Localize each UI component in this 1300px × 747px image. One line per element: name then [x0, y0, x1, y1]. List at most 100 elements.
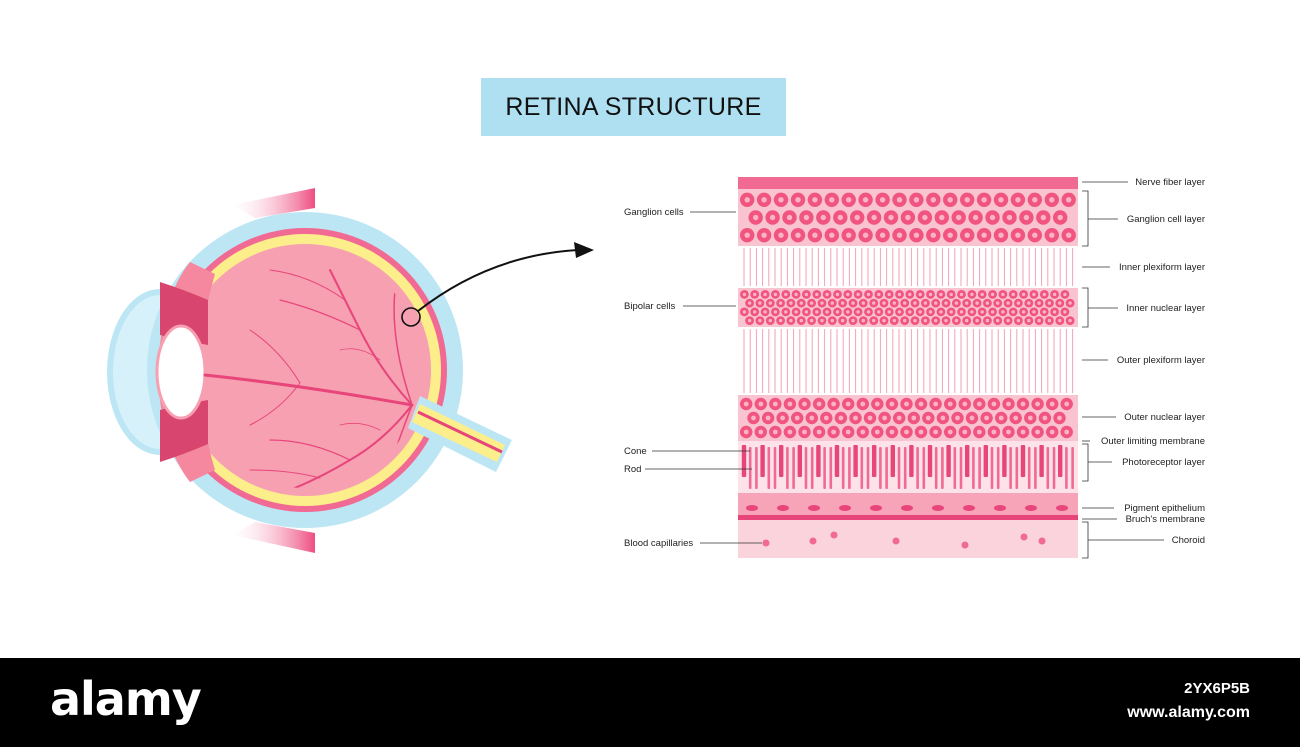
nuclear-cell-nucleus [889, 401, 895, 407]
ganglion-cell-nucleus [1015, 197, 1021, 203]
bipolar-cell-nucleus [1047, 301, 1052, 305]
bipolar-cell-nucleus [1011, 292, 1015, 297]
nuclear-cell-nucleus [772, 401, 778, 407]
ganglion-cell-nucleus [862, 197, 869, 203]
bipolar-cell-nucleus [753, 292, 757, 297]
nuclear-cell-nucleus [1042, 415, 1048, 421]
bipolar-cell-nucleus [1047, 318, 1052, 323]
rod-cell [879, 447, 882, 489]
nuclear-cell-nucleus [896, 415, 902, 421]
bipolar-cell-nucleus [996, 318, 1000, 323]
bipolar-cell-nucleus [949, 310, 953, 314]
ganglion-cell-nucleus [1040, 214, 1047, 221]
rod-cell [1015, 447, 1019, 489]
muscle-bottom [232, 522, 315, 553]
rod-cell [1071, 447, 1074, 489]
nuclear-cell-nucleus [758, 429, 764, 435]
nuclear-cell-nucleus [918, 401, 924, 407]
bipolar-cell-nucleus [975, 301, 979, 305]
zoom-circle [401, 307, 421, 327]
bipolar-cell-nucleus [903, 318, 907, 323]
bipolar-cell-nucleus [1001, 310, 1005, 314]
nuclear-cell-nucleus [976, 429, 982, 435]
ganglion-cell-nucleus [786, 214, 793, 221]
nuclear-cell-nucleus [1006, 401, 1011, 407]
bipolar-cell-nucleus [846, 310, 850, 314]
nuclear-cell-nucleus [969, 415, 975, 421]
rod-cell [922, 447, 926, 489]
zoom-arrow [417, 249, 579, 312]
bipolar-cell-nucleus [799, 301, 803, 305]
bipolar-cell-nucleus [820, 301, 824, 305]
ganglion-cell-nucleus [862, 232, 869, 238]
bipolar-cell-nucleus [1068, 318, 1072, 323]
bruchs-membrane-band [738, 515, 1078, 520]
cone-cell [946, 445, 951, 477]
bipolar-cell-nucleus [825, 310, 829, 314]
inner-nuclear-cells [740, 290, 1075, 325]
bipolar-cell-nucleus [918, 310, 922, 314]
rod-cell [804, 447, 808, 489]
bipolar-cell-nucleus [835, 292, 840, 297]
ganglion-cell-nucleus [888, 214, 894, 221]
bipolar-cell-nucleus [882, 318, 886, 323]
nuclear-cell-nucleus [860, 429, 866, 435]
nuclear-cell-nucleus [743, 401, 749, 407]
bipolar-cell-nucleus [835, 310, 840, 314]
nuclear-cell-nucleus [962, 401, 968, 407]
rod-cell [978, 447, 981, 489]
pigment-cell [963, 505, 975, 511]
rod-cell [996, 447, 1000, 489]
lens [155, 324, 207, 420]
nuclear-cell-nucleus [889, 429, 895, 435]
nuclear-cell-nucleus [802, 429, 807, 435]
ganglion-cell-nucleus [939, 214, 945, 221]
vitreous-body [179, 244, 431, 496]
page-title: RETINA STRUCTURE [505, 92, 762, 121]
rod-cell [934, 447, 938, 489]
choroid-band [738, 520, 1078, 558]
bipolar-cell-nucleus [851, 301, 855, 305]
label-nerve-fiber-layer: Nerve fiber layer [1135, 177, 1205, 188]
rod-cell [1065, 447, 1068, 489]
bipolar-cell-nucleus [789, 301, 793, 305]
ganglion-cell-nucleus [956, 214, 962, 221]
bipolar-cell-nucleus [758, 301, 762, 305]
ganglion-cell-nucleus [812, 197, 818, 203]
nuclear-cell-nucleus [1049, 401, 1055, 407]
bipolar-cell-nucleus [1001, 292, 1005, 297]
nuclear-cell-nucleus [765, 415, 771, 421]
nuclear-cell-nucleus [882, 415, 887, 421]
nuclear-cell-nucleus [904, 401, 909, 407]
nuclear-cell-nucleus [816, 429, 822, 435]
nuclear-cell-nucleus [947, 401, 953, 407]
bipolar-cell-nucleus [1021, 292, 1026, 297]
rod-cell [841, 447, 845, 489]
label-inner-plexiform-layer: Inner plexiform layer [1119, 262, 1205, 273]
bipolar-cell-nucleus [1027, 318, 1031, 323]
ganglion-cell-nucleus [896, 197, 903, 203]
ganglion-cell-nucleus [998, 197, 1004, 203]
ganglion-cell-nucleus [769, 214, 776, 221]
bipolar-cell-nucleus [1006, 318, 1010, 323]
bipolar-cell-nucleus [897, 292, 902, 297]
cone-cell [872, 445, 877, 477]
rod-cell [860, 447, 864, 489]
retina-diagram: Ganglion cells Bipolar cells Cone Rod Bl… [107, 177, 1205, 559]
bipolar-cell-nucleus [949, 292, 953, 297]
ganglion-cell-nucleus [981, 232, 987, 238]
label-blood-capillaries: Blood capillaries [624, 538, 693, 549]
blood-capillaries [762, 531, 1046, 549]
outer-plexiform-band [738, 327, 1078, 395]
bipolar-cell-nucleus [990, 310, 995, 314]
pigment-cell [839, 505, 851, 511]
cone-cell [1020, 445, 1026, 477]
bipolar-cell-nucleus [1063, 310, 1067, 314]
nuclear-cell-nucleus [1064, 401, 1070, 407]
alamy-logo: alamy [50, 672, 202, 726]
nerve-fiber-band [738, 177, 1078, 189]
capillary [809, 537, 817, 545]
bipolar-cell-nucleus [856, 310, 860, 314]
pigment-cell [932, 505, 944, 511]
nuclear-cell-nucleus [845, 429, 851, 435]
